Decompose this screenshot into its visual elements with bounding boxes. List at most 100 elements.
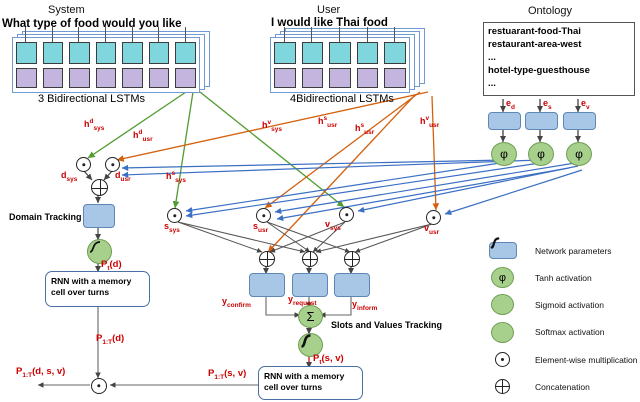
ontology-line-1: restaurant-area-west xyxy=(488,39,582,50)
domain-tracking-label: Domain Tracking xyxy=(9,212,82,222)
lstm-cell-backward xyxy=(16,68,37,88)
embedding-label-ev: ev xyxy=(581,98,590,111)
hidden-label-h-d-sys: hdsys xyxy=(84,118,105,132)
concatenation-circle-icon xyxy=(495,379,510,394)
lstm-cell-forward xyxy=(122,42,143,64)
domain-net-box xyxy=(83,204,115,228)
dot-glyph xyxy=(81,162,86,167)
lstm-cell-forward xyxy=(356,42,379,64)
user-title: User xyxy=(317,4,341,16)
system-lstm-cells xyxy=(12,27,198,91)
elementwise-node-v-usr xyxy=(426,210,441,225)
system-utterance: What type of food would you like xyxy=(2,18,182,30)
node-label-s-usr: susr xyxy=(253,221,269,234)
legend-row-concatenation: Concatenation xyxy=(489,373,639,400)
slot-net-box-confirm xyxy=(249,273,285,297)
sigmoid-glyph xyxy=(89,241,101,253)
lstm-input-line xyxy=(339,27,340,42)
lstm-cell-backward xyxy=(329,68,351,88)
sum-node: Σ xyxy=(298,305,323,328)
sigma-glyph: Σ xyxy=(306,309,315,324)
y-inform-label: yinform xyxy=(352,299,378,312)
slot-net-box-inform xyxy=(334,273,370,297)
tanh-node-v: φ xyxy=(566,142,592,166)
softmax-glyph xyxy=(490,237,500,249)
node-label-d-usr: dusr xyxy=(115,170,131,183)
lstm-input-line xyxy=(51,27,53,42)
lstm-input-line xyxy=(366,27,368,42)
legend-label-concatenation: Concatenation xyxy=(535,381,590,392)
hidden-label-h-v-usr: hvusr xyxy=(420,115,440,129)
phi-glyph: φ xyxy=(575,147,583,161)
elementwise-node-s-usr xyxy=(256,208,271,223)
lstm-cell-forward xyxy=(274,42,296,64)
node-label-d-sys: dsys xyxy=(61,170,78,183)
lstm-input-line xyxy=(394,27,396,42)
elementwise-node-final xyxy=(91,378,107,394)
system-title: System xyxy=(48,4,85,16)
lstm-input-line xyxy=(311,27,313,42)
ontology-line-3: hotel-type-guesthouse xyxy=(488,65,590,76)
dot-glyph xyxy=(344,212,349,217)
tanh-node-s: φ xyxy=(528,142,554,166)
ontology-net-box-v xyxy=(563,112,596,130)
network-parameters-box-icon xyxy=(489,242,517,259)
sigmoid-circle-icon xyxy=(490,238,514,315)
embedding-label-ed: ed xyxy=(506,98,515,111)
user-lstm-caption: 4Bidirectional LSTMs xyxy=(290,93,394,105)
lstm-cell-backward xyxy=(175,68,196,88)
concat-node-domain xyxy=(91,179,108,196)
elementwise-multiply-circle-icon xyxy=(495,352,510,367)
dot-glyph xyxy=(261,213,266,218)
legend-label-elementwise: Element-wise multiplication xyxy=(535,354,638,365)
ontology-line-0: restuarant-food-Thai xyxy=(488,26,581,37)
embedding-label-es: es xyxy=(543,98,552,111)
lstm-input-line xyxy=(78,27,80,42)
dot-glyph xyxy=(172,213,177,218)
softmax-glyph xyxy=(301,334,311,348)
lstm-cell-backward xyxy=(384,68,406,88)
legend-label-sigmoid: Sigmoid activation xyxy=(535,299,604,310)
legend-row-elementwise: Element-wise multiplication xyxy=(489,346,639,373)
lstm-cell-forward xyxy=(69,42,90,64)
y-confirm-label: yconfirm xyxy=(222,296,251,309)
lstm-cell-backward xyxy=(95,68,117,88)
concat-node-inform xyxy=(344,251,360,267)
legend-label-softmax: Softmax activation xyxy=(535,327,605,337)
legend-row-sigmoid: Sigmoid activation xyxy=(489,238,639,318)
lstm-input-line xyxy=(158,27,160,42)
lstm-input-line xyxy=(25,27,27,42)
ontology-box: restuarant-food-Thai restaurant-area-wes… xyxy=(483,22,635,96)
slot-net-box-request xyxy=(292,273,328,297)
domain-prob-t-label: Pt(d) xyxy=(101,259,122,272)
lstm-cell-backward xyxy=(69,68,90,88)
slot-prob-t-label: Pt(s, v) xyxy=(313,353,344,366)
legend-row-network-parameters: Network parameters xyxy=(489,237,639,264)
user-utterance: I would like Thai food xyxy=(271,17,388,29)
node-label-s-sys: ssys xyxy=(164,221,180,234)
system-lstm-caption: 3 Bidirectional LSTMs xyxy=(38,93,145,105)
domain-rnn-box: RNN with a memory cell over turns xyxy=(45,271,150,307)
legend-label-network-parameters: Network parameters xyxy=(535,245,612,256)
dot-glyph xyxy=(97,384,101,388)
final-output-label: P1:T(d, s, v) xyxy=(16,366,66,379)
hidden-label-h-s-usr-2: hsusr xyxy=(355,122,375,136)
dot-glyph xyxy=(431,215,436,220)
legend-row-softmax: Softmax activation xyxy=(489,237,639,346)
concat-node-request xyxy=(302,251,318,267)
ontology-title: Ontology xyxy=(528,5,573,17)
ontology-net-box-s xyxy=(525,112,558,130)
lstm-cell-forward xyxy=(384,42,406,64)
lstm-cell-backward xyxy=(42,68,64,88)
lstm-input-line xyxy=(184,27,186,42)
legend: Network parameters φ Tanh activation Sig… xyxy=(489,237,639,400)
tanh-circle-icon: φ xyxy=(491,267,514,288)
node-label-v-usr: vusr xyxy=(424,223,440,236)
lstm-cell-forward xyxy=(175,42,196,64)
lstm-cell-forward xyxy=(301,42,324,64)
lstm-cell-forward xyxy=(16,42,37,64)
phi-glyph: φ xyxy=(498,271,507,284)
lstm-cell-backward xyxy=(274,68,296,88)
